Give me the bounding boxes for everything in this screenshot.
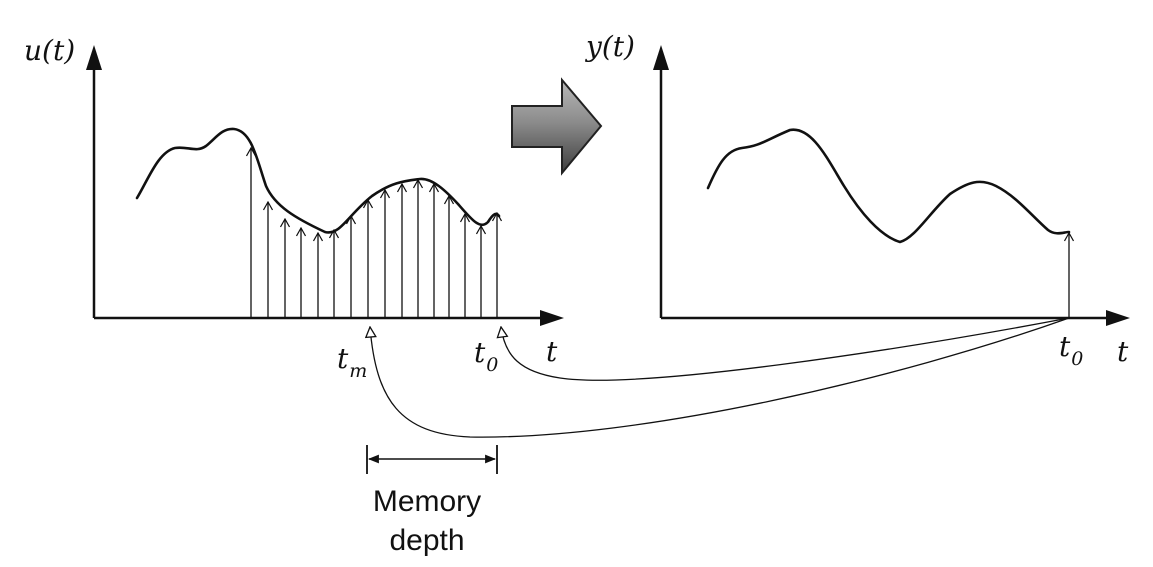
right-y-axis-label: y(t) [584, 30, 635, 63]
right-y-axis-arrowhead [653, 45, 669, 70]
right-plot: y(t) t t0 [584, 30, 1130, 370]
marker-t0-right-label: t0 [1059, 330, 1083, 370]
input-sample-arrows [251, 148, 497, 318]
left-y-axis-arrowhead [86, 45, 102, 70]
left-y-axis-label: u(t) [24, 34, 75, 67]
output-signal-curve [706, 128, 1071, 244]
left-plot: u(t) t tm t0 [24, 34, 564, 382]
connector-t0 [501, 317, 1070, 381]
right-x-axis-arrowhead [1106, 310, 1130, 326]
input-signal-curve [135, 127, 501, 234]
connector-tm [370, 317, 1070, 438]
left-x-axis-arrowhead [540, 310, 564, 326]
right-arrow-icon [511, 77, 603, 176]
left-x-axis-label: t [546, 335, 558, 368]
memory-connectors [370, 317, 1070, 438]
memory-depth-label-line2: depth [389, 524, 464, 557]
marker-t0-left-label: t0 [474, 336, 498, 376]
right-x-axis-label: t [1117, 335, 1129, 368]
memory-depth-annotation: Memory depth [366, 445, 498, 557]
marker-tm-label: tm [337, 342, 367, 382]
memory-depth-label-line1: Memory [373, 485, 481, 518]
